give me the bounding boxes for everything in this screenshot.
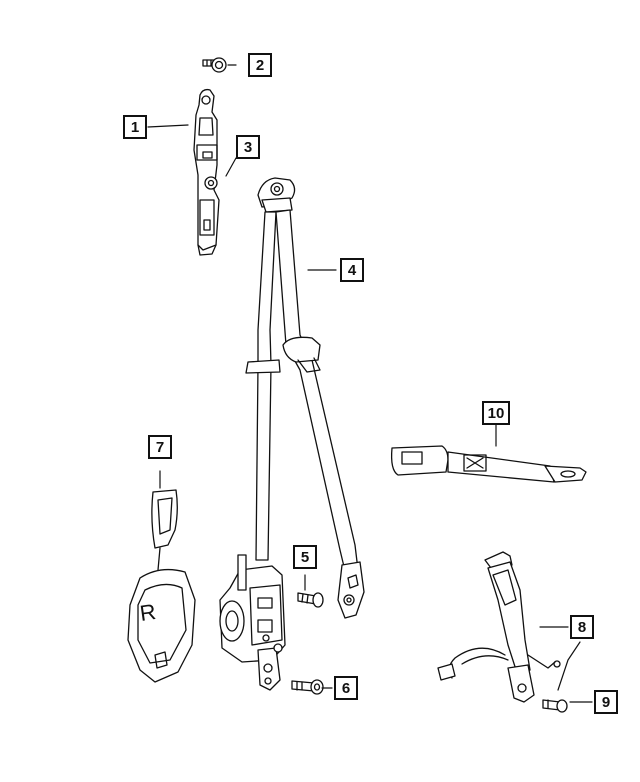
seat-belt-assembly-part xyxy=(219,177,365,691)
callout-2: 2 xyxy=(248,53,272,77)
buckle-bolt-part xyxy=(542,699,568,713)
callout-8: 8 xyxy=(570,615,594,639)
leader-lines xyxy=(147,64,593,703)
callout-10: 10 xyxy=(482,401,510,425)
callout-6: 6 xyxy=(334,676,358,700)
retractor-cover-letter: R xyxy=(138,599,158,626)
callout-5: 5 xyxy=(293,545,317,569)
callout-4: 4 xyxy=(340,258,364,282)
callout-3: 3 xyxy=(236,135,260,159)
retractor-bolt-part xyxy=(297,592,324,608)
callout-1: 1 xyxy=(123,115,147,139)
retractor-cover-part xyxy=(127,489,196,683)
callout-7: 7 xyxy=(148,435,172,459)
retractor-mounting-bolt-part xyxy=(291,679,324,695)
callout-9: 9 xyxy=(594,690,618,714)
anchor-bolt-part xyxy=(202,57,227,73)
center-buckle-strap-part xyxy=(390,445,587,483)
upper-anchor-bracket-part xyxy=(193,88,220,256)
buckle-assembly-part xyxy=(437,551,561,703)
